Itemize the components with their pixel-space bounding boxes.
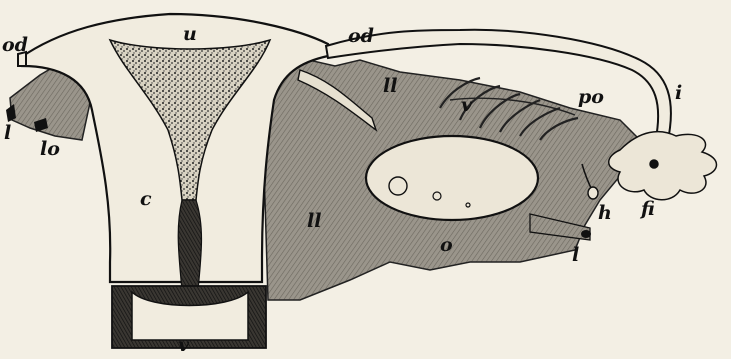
label-l-right: l — [572, 246, 579, 265]
cervical-canal — [178, 200, 201, 290]
label-c: c — [140, 190, 152, 209]
hydatid-bulb — [588, 187, 598, 199]
round-ligament-tip — [581, 230, 591, 238]
label-od-left: od — [2, 36, 28, 55]
label-u: u — [183, 25, 197, 44]
label-ll-lower: ll — [307, 212, 321, 231]
label-v-top: v — [461, 96, 472, 115]
label-ll-upper: ll — [383, 77, 397, 96]
label-l-left: l — [4, 124, 11, 143]
ovary — [366, 136, 538, 220]
label-fi: fi — [641, 200, 655, 219]
label-i: i — [675, 84, 682, 103]
label-h: h — [598, 204, 612, 223]
label-v-bottom: v — [178, 336, 189, 355]
label-lo: lo — [40, 140, 60, 159]
label-o: o — [440, 236, 453, 255]
label-od-right: od — [348, 27, 374, 46]
label-po: po — [578, 88, 604, 107]
